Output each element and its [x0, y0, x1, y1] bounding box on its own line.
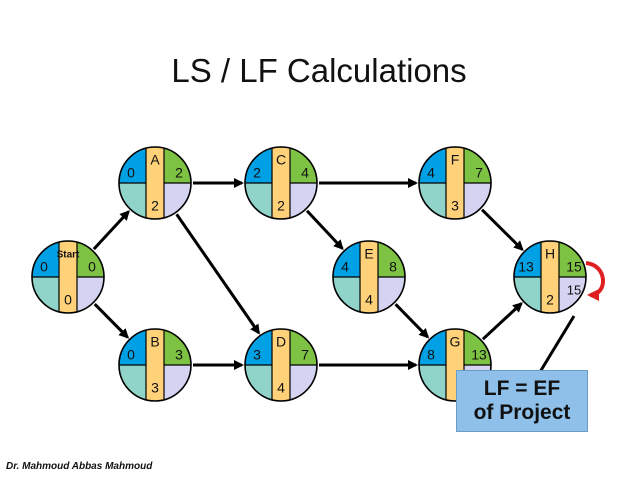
- node-duration: 3: [151, 380, 159, 396]
- node-duration: 4: [365, 292, 373, 308]
- node-name: D: [276, 334, 286, 350]
- node-center-strip: [58, 241, 78, 313]
- node-ef: 13: [471, 347, 487, 363]
- node-ef: 15: [566, 259, 582, 275]
- callout-line-2: of Project: [473, 401, 571, 424]
- node-outline: [332, 240, 406, 314]
- node-duration: 2: [277, 198, 285, 214]
- activity-node-start: Start 0 0 0: [31, 240, 105, 314]
- node-es: 0: [127, 165, 135, 181]
- node-center-strip: [271, 329, 291, 401]
- edge-g-h: [481, 302, 523, 341]
- node-es: 13: [518, 259, 534, 275]
- callout-line-1: LF = EF: [483, 377, 561, 400]
- node-name: Start: [57, 250, 80, 261]
- node-outline: [118, 328, 192, 402]
- node-name: B: [150, 334, 159, 350]
- activity-node-a: A0 2 2: [118, 146, 192, 220]
- node-name: H: [545, 246, 555, 262]
- edge-c-e: [305, 209, 344, 250]
- node-outline: [418, 328, 492, 402]
- callout-pointer-line: [538, 315, 576, 373]
- node-ef: 2: [175, 165, 183, 181]
- node-es: 2: [253, 165, 261, 181]
- node-es: 0: [40, 259, 48, 275]
- node-es: 4: [341, 259, 349, 275]
- node-outline: [31, 240, 105, 314]
- activity-node-d: D3 7 4: [244, 328, 318, 402]
- node-ef: 4: [301, 165, 309, 181]
- edges-layer: [92, 178, 524, 370]
- node-es: 3: [253, 347, 261, 363]
- activity-node-b: B0 3 3: [118, 328, 192, 402]
- node-name: F: [451, 152, 460, 168]
- node-name: G: [450, 334, 461, 350]
- node-center-strip: [145, 147, 165, 219]
- edge-a-d: [175, 213, 261, 335]
- node-outline: [244, 146, 318, 220]
- node-duration: 2: [151, 198, 159, 214]
- node-lf: 15: [567, 282, 581, 297]
- node-name: E: [364, 246, 373, 262]
- node-outline: [418, 146, 492, 220]
- node-center-strip: [445, 147, 465, 219]
- node-ef: 8: [389, 259, 397, 275]
- ef-to-lf-arrow: [585, 261, 605, 301]
- node-outline: [513, 240, 587, 314]
- node-duration: 4: [277, 380, 285, 396]
- node-name: A: [150, 152, 160, 168]
- edge-f-h: [480, 208, 524, 251]
- node-es: 8: [427, 347, 435, 363]
- extras-layer: [538, 261, 605, 373]
- node-outline: [244, 328, 318, 402]
- node-duration: 3: [451, 198, 459, 214]
- node-duration: 0: [64, 292, 72, 308]
- node-name: C: [276, 152, 286, 168]
- node-ef: 0: [88, 259, 96, 275]
- node-center-strip: [540, 241, 560, 313]
- node-es: 4: [427, 165, 435, 181]
- node-outline: [118, 146, 192, 220]
- node-ef: 7: [301, 347, 309, 363]
- node-ef: 3: [175, 347, 183, 363]
- node-duration: 2: [546, 292, 554, 308]
- author-credit: Dr. Mahmoud Abbas Mahmoud: [6, 461, 153, 472]
- node-es: 0: [127, 347, 135, 363]
- node-center-strip: [271, 147, 291, 219]
- edge-start-b: [93, 302, 129, 339]
- node-ef: 7: [475, 165, 483, 181]
- lf-ef-callout: LF = EF of Project: [456, 370, 588, 432]
- node-center-strip: [145, 329, 165, 401]
- node-center-strip: [359, 241, 379, 313]
- slide-title: LS / LF Calculations: [171, 52, 467, 89]
- edge-e-g: [394, 303, 430, 339]
- edge-start-a: [92, 210, 130, 251]
- activity-node-h: H 13 15 2 15: [513, 240, 587, 314]
- activity-node-f: F4 7 3: [418, 146, 492, 220]
